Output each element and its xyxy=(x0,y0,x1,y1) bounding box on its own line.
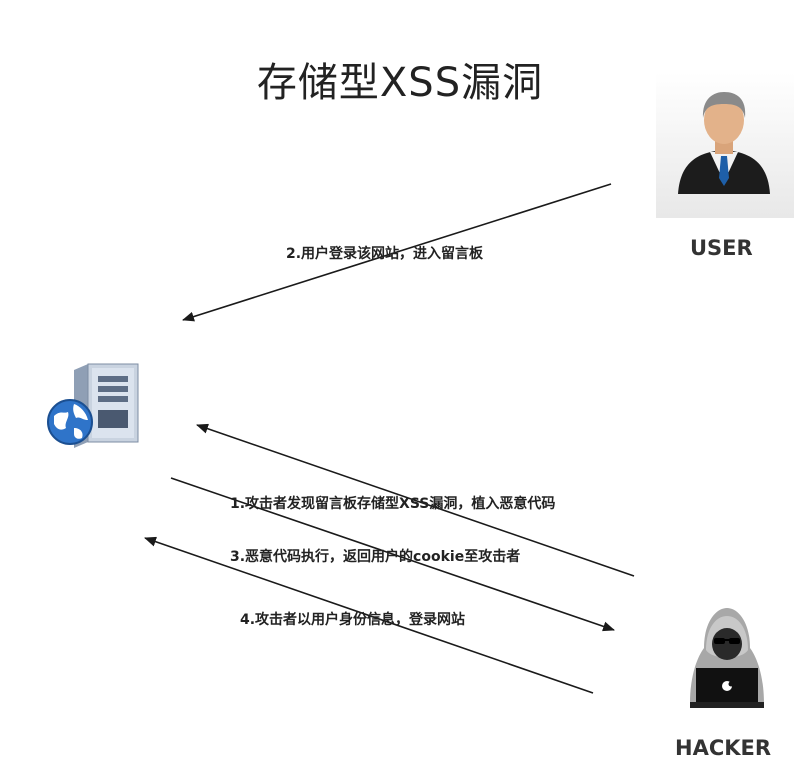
arrow-hacker-login xyxy=(144,536,594,694)
step1-label: 1.攻击者发现留言板存储型XSS漏洞，植入恶意代码 xyxy=(230,496,556,512)
step3-label: 3.恶意代码执行，返回用户的cookie至攻击者 xyxy=(230,549,521,565)
diagram-title: 存储型XSS漏洞 xyxy=(256,60,544,106)
user-label: USER xyxy=(690,236,753,260)
hooded-hacker-icon xyxy=(690,608,764,708)
web-server-icon xyxy=(47,363,139,448)
businessman-icon xyxy=(678,92,770,194)
arrow-cookie-to-hacker xyxy=(170,477,615,632)
hacker-label: HACKER xyxy=(675,736,772,760)
arrow-hacker-inject xyxy=(196,423,635,577)
arrow-user-to-server xyxy=(182,183,612,322)
step2-label: 2.用户登录该网站，进入留言板 xyxy=(286,246,484,262)
step4-label: 4.攻击者以用户身份信息，登录网站 xyxy=(240,612,466,628)
